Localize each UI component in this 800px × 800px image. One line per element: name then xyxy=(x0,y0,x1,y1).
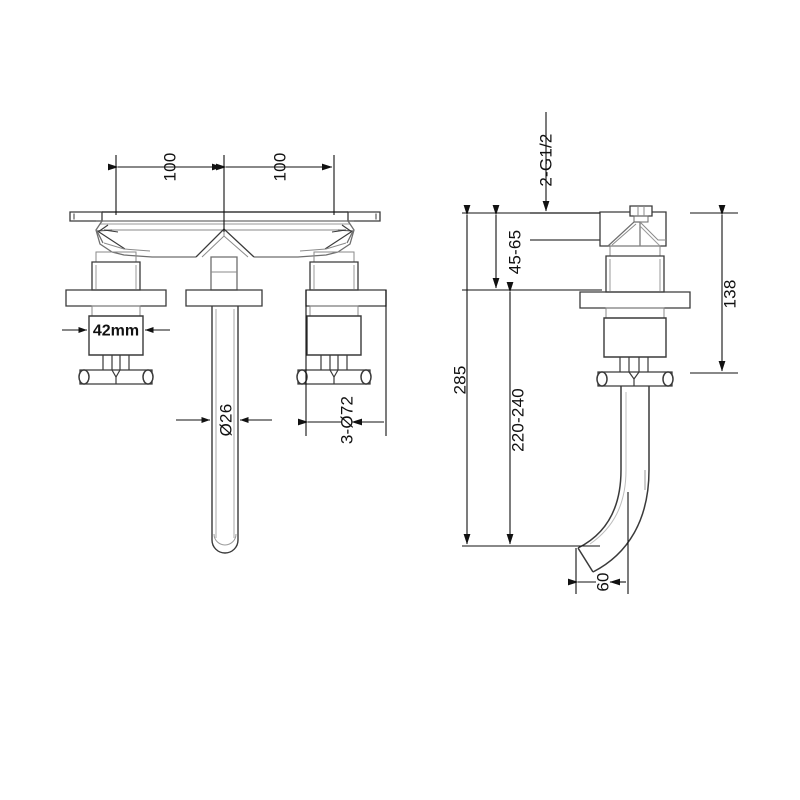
note-2-g1-2-label: 2-G1/2 xyxy=(537,133,556,186)
dim-45-65: 45-65 xyxy=(492,205,525,289)
dim-100-left-label: 100 xyxy=(161,153,180,182)
side-dimension-layer: 2-G1/2 45-65 285 220-240 xyxy=(451,112,740,594)
dim-60: 60 xyxy=(568,492,629,594)
dim-138: 138 xyxy=(718,205,740,372)
dim-3-dia-72-label: 3-Ø72 xyxy=(338,396,357,444)
dim-45-65-label: 45-65 xyxy=(506,230,525,274)
front-left-valve xyxy=(65,251,167,385)
dim-42mm-label: 42mm xyxy=(93,323,139,340)
dim-100-left: 100 xyxy=(108,153,223,182)
dim-285: 285 xyxy=(451,205,471,545)
side-wall-lines xyxy=(530,212,600,241)
front-dimension-layer: 100 100 42mm Ø26 xyxy=(62,153,387,444)
front-cover-plate xyxy=(69,211,381,258)
dim-100-right-label: 100 xyxy=(271,153,290,182)
dim-220-240-label: 220-240 xyxy=(509,388,528,452)
dim-220-240: 220-240 xyxy=(506,282,528,545)
note-2-g1-2: 2-G1/2 xyxy=(537,112,556,212)
side-curved-spout xyxy=(577,386,650,573)
dim-100-right: 100 xyxy=(216,153,333,182)
dim-60-label: 60 xyxy=(594,572,613,591)
dim-3-dia-72: 3-Ø72 xyxy=(298,290,387,444)
side-elevation-view: 2-G1/2 45-65 285 220-240 xyxy=(451,112,740,594)
front-centre-spout xyxy=(185,256,263,554)
front-elevation-view: 100 100 42mm Ø26 xyxy=(62,153,387,554)
dim-285-label: 285 xyxy=(451,366,470,395)
front-right-valve xyxy=(296,251,387,385)
side-flange-body xyxy=(579,291,691,387)
dim-dia-26: Ø26 xyxy=(176,404,272,437)
dim-138-label: 138 xyxy=(721,280,740,309)
dim-dia-26-label: Ø26 xyxy=(217,404,236,437)
dim-42mm: 42mm xyxy=(62,323,170,340)
side-inlet-body xyxy=(599,205,667,293)
